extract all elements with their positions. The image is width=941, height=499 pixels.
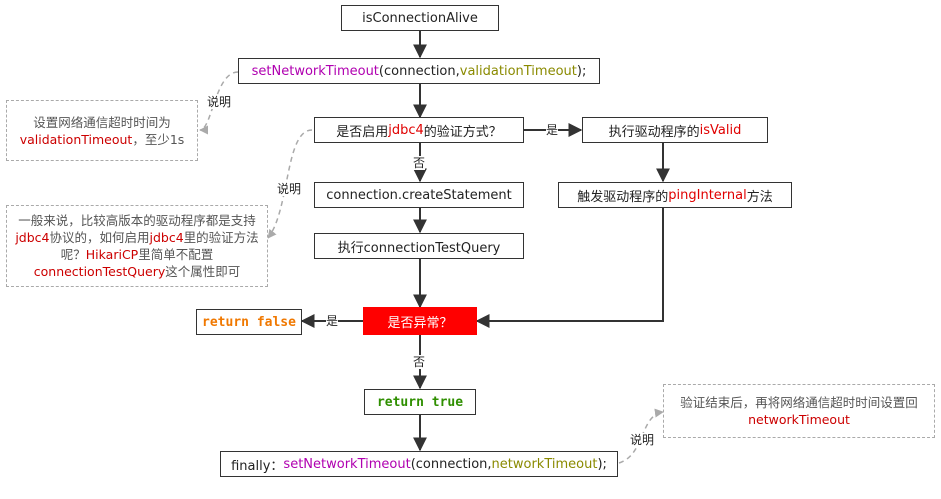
finally-open: (connection, (410, 456, 492, 472)
edge-ping-to-exception (475, 207, 664, 328)
ping-hl: pingInternal (668, 187, 747, 203)
note-network-timeout: 设置网络通信超时时间为 validationTimeout，至少1s (6, 100, 198, 161)
note1-line2: validationTimeout，至少1s (20, 131, 185, 148)
isvalid-hl: isValid (699, 122, 742, 138)
set-timeout-method: setNetworkTimeout (251, 63, 379, 79)
note3-line2: networkTimeout (748, 411, 850, 428)
note3-hl: networkTimeout (748, 412, 850, 427)
note3-line1: 验证结束后，再将网络通信超时时间设置回 (680, 395, 918, 410)
ping-post: 方法 (746, 189, 773, 205)
note-jdbc4: 一般来说，比较高版本的驱动程序都是支持 jdbc4协议的，如何启用jdbc4里的… (6, 205, 268, 287)
set-timeout-node: setNetworkTimeout(connection, validation… (238, 58, 600, 84)
note1-tail: ，至少1s (132, 131, 185, 147)
start-node: isConnectionAlive (341, 5, 499, 31)
note1-hl: validationTimeout (19, 131, 133, 147)
edge-label-no-create: 否 (413, 156, 426, 170)
note1-tag: 说明 (207, 95, 232, 109)
test-query-node: 执行connectionTestQuery (314, 233, 524, 259)
set-timeout-close: ); (576, 63, 587, 79)
note2-line1: 一般来说，比较高版本的驱动程序都是支持 (18, 213, 256, 228)
finally-method: setNetworkTimeout (283, 456, 411, 472)
jdbc4-pre: 是否启用 (336, 124, 389, 140)
note2-tag: 说明 (277, 182, 302, 196)
note2-line4: connectionTestQuery这个属性即可 (34, 263, 241, 280)
jdbc4-hl: jdbc4 (388, 122, 424, 138)
note-restore-timeout: 验证结束后，再将网络通信超时时间设置回 networkTimeout (663, 384, 935, 438)
note3-tag: 说明 (630, 433, 655, 447)
exception-decision-node: 是否异常？ (363, 307, 477, 335)
note2-l2-tail: 里的验证方法 (183, 230, 259, 245)
create-statement-node: connection.createStatement (314, 182, 524, 208)
edge-label-no-true: 否 (413, 355, 426, 369)
note2-line3: 呢？HikariCP里简单不配置 (61, 246, 213, 263)
note1-line1: 设置网络通信超时时间为 (33, 114, 171, 130)
note2-l3-pre: 呢？ (60, 247, 86, 262)
isvalid-pre: 执行驱动程序的 (608, 124, 700, 140)
finally-pre: finally： (231, 458, 284, 474)
note2-hl1: jdbc4 (15, 230, 50, 245)
finally-close: ); (597, 456, 607, 472)
note2-hl4: connectionTestQuery (33, 264, 166, 279)
finally-arg: networkTimeout (491, 456, 598, 472)
return-false-node: return false (196, 309, 302, 335)
ping-pre: 触发驱动程序的 (577, 189, 669, 205)
note2-hl2: jdbc4 (149, 230, 184, 245)
edge-label-yes-isvalid: 是 (546, 123, 559, 137)
note2-l3-tail: 里简单不配置 (138, 247, 214, 262)
jdbc4-post: 的验证方式？ (423, 124, 502, 140)
return-true-node: return true (364, 389, 476, 415)
note2-l2: 协议的，如何启用 (49, 230, 150, 245)
set-timeout-open: (connection, (378, 63, 460, 79)
edge-label-yes-false: 是 (326, 314, 339, 328)
note2-line2: jdbc4协议的，如何启用jdbc4里的验证方法 (15, 229, 258, 246)
note2-l4-tail: 这个属性即可 (165, 264, 241, 279)
note2-hl3: HikariCP (85, 247, 139, 262)
finally-node: finally：setNetworkTimeout(connection, ne… (220, 451, 618, 477)
set-timeout-arg: validationTimeout (459, 63, 577, 79)
